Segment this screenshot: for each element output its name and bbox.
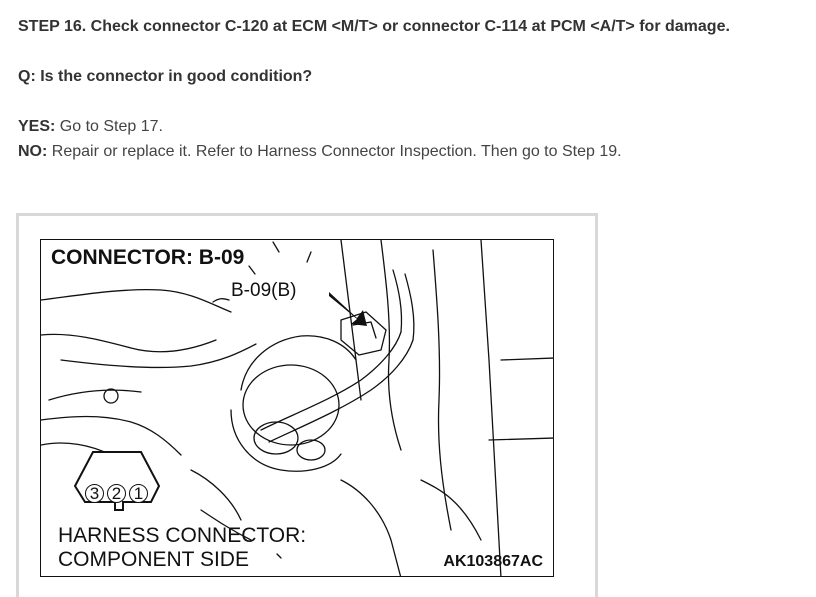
yes-label: YES: [18,118,56,135]
pin-1: 1 [129,484,148,503]
diagram-title: CONNECTOR: B-09 [51,246,245,269]
pin-2: 2 [107,484,126,503]
answer-no: NO: Repair or replace it. Refer to Harne… [18,143,622,161]
harness-label-line2: COMPONENT SIDE [58,548,249,571]
engine-illustration [41,240,553,576]
pin-3: 3 [85,484,104,503]
no-label: NO: [18,143,48,160]
no-text: Repair or replace it. Refer to Harness C… [47,143,622,160]
connector-callout: B-09(B) [231,280,297,301]
yes-text: Go to Step 17. [55,118,163,135]
figure-code: AK103867AC [443,553,543,570]
connector-diagram: CONNECTOR: B-09 B-09(B) 3 2 1 HARNESS CO… [40,239,554,577]
harness-label-line1: HARNESS CONNECTOR: [58,524,307,547]
answer-yes: YES: Go to Step 17. [18,118,163,136]
question-text: Q: Is the connector in good condition? [18,68,313,85]
step-heading: STEP 16. Check connector C-120 at ECM <M… [18,18,730,35]
